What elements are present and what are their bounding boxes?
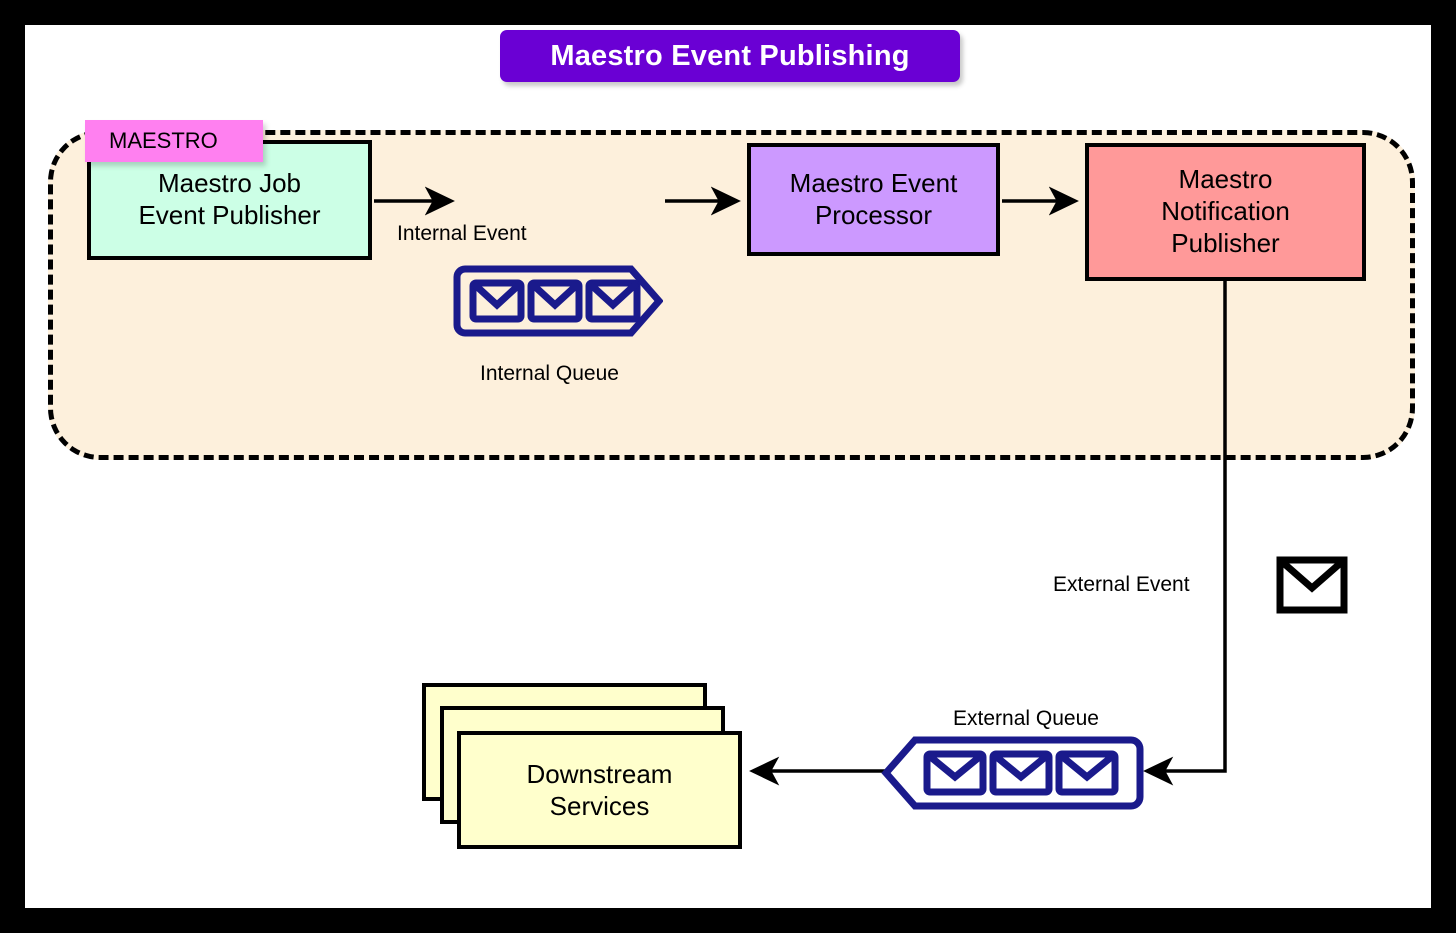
node-downstream-services[interactable]: Downstream Services <box>457 731 742 849</box>
external-queue-envelope-3 <box>1055 750 1119 796</box>
node-label-line1: Maestro Job <box>157 168 302 199</box>
edge-label-internal-event: Internal Event <box>397 222 527 245</box>
page-title-text: Maestro Event Publishing <box>550 39 910 72</box>
node-maestro-event-processor[interactable]: Maestro Event Processor <box>747 143 1000 256</box>
node-maestro-notification-publisher[interactable]: Maestro Notification Publisher <box>1085 143 1366 281</box>
internal-queue-outline <box>453 265 663 337</box>
node-label-line2: Notification <box>1161 196 1290 227</box>
maestro-group-label-text: MAESTRO <box>109 128 218 153</box>
node-label-line3: Publisher <box>1171 227 1280 258</box>
edge-label-external-event: External Event <box>1053 573 1190 596</box>
external-queue-shape[interactable] <box>881 735 1144 811</box>
diagram-canvas: Maestro Event Publishing MAESTRO Maestro… <box>25 25 1431 908</box>
external-queue-envelope-1 <box>923 750 987 796</box>
external-queue-envelope-2 <box>989 750 1053 796</box>
node-label-line1: Maestro <box>1178 164 1273 195</box>
node-label-line2: Event Publisher <box>138 200 321 230</box>
maestro-group-label: MAESTRO <box>85 120 263 162</box>
internal-queue-envelope-3 <box>585 279 641 323</box>
node-label-line2: Processor <box>814 199 933 230</box>
node-label-line1: Maestro Event <box>789 167 958 198</box>
page-title: Maestro Event Publishing <box>500 30 960 82</box>
envelope-icon <box>1276 556 1348 614</box>
external-queue-label: External Queue <box>953 707 1099 730</box>
node-label-line2: Services <box>549 791 650 821</box>
internal-queue-envelope-2 <box>527 279 583 323</box>
internal-queue-envelope-1 <box>469 279 525 323</box>
node-label-line1: Downstream <box>526 758 673 789</box>
internal-queue-shape[interactable] <box>453 265 663 337</box>
internal-queue-label: Internal Queue <box>480 362 619 385</box>
